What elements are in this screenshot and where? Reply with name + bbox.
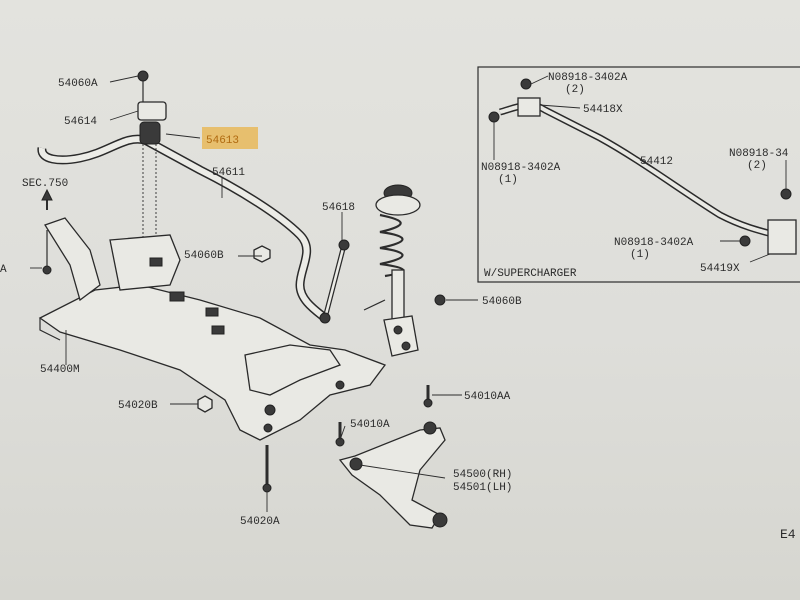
label-54020A: 54020A	[240, 516, 280, 528]
inset-nut-right	[780, 188, 792, 200]
strut-coil-spring	[379, 213, 405, 278]
inset-nut-right-qty: (2)	[747, 160, 767, 172]
inset-bar-label: 54412	[640, 156, 673, 168]
inset-nut-top-qty: (2)	[565, 84, 585, 96]
inset-nut-bottom	[739, 235, 751, 247]
nut-54060B	[253, 245, 271, 263]
strut-knuckle	[383, 315, 419, 357]
stabilizer-bushing-54613	[137, 70, 167, 240]
stabilizer-link	[319, 239, 350, 324]
part-highlight	[202, 127, 258, 149]
label-54613: 54613	[206, 135, 239, 147]
inset-nut-bottom-qty: (1)	[630, 249, 650, 261]
label-54010A: 54010A	[350, 419, 390, 431]
label-corner-e4: E4	[780, 527, 796, 542]
label-54400M: 54400M	[40, 364, 80, 376]
label-54614: 54614	[64, 116, 97, 128]
subframe-mount-left	[109, 234, 181, 291]
strut-bolt-54060B	[434, 294, 446, 306]
label-edge-a: A	[0, 264, 7, 276]
label-54618: 54618	[322, 202, 355, 214]
inset-nut-right-label: N08918-34	[729, 148, 789, 160]
label-54020B: 54020B	[118, 400, 158, 412]
label-54500-rh: 54500(RH)	[453, 469, 512, 481]
front-subframe-54400M	[38, 217, 387, 441]
stabilizer-bar	[37, 134, 328, 322]
inset-bracket-right	[767, 219, 797, 255]
label-54060A: 54060A	[58, 78, 98, 90]
inset-bracket2-label: 54419X	[700, 263, 740, 275]
lower-control-arm	[338, 421, 448, 529]
label-54501-lh: 54501(LH)	[453, 482, 512, 494]
leader-lines	[30, 75, 478, 512]
subframe-bolts	[42, 230, 433, 493]
label-54060B-right: 54060B	[482, 296, 522, 308]
inset-nut-left	[488, 111, 500, 123]
clamp-bolt-head	[137, 70, 149, 82]
strut-assembly	[363, 184, 421, 357]
inset-nut-left-label: N08918-3402A	[481, 162, 561, 174]
label-54611: 54611	[212, 167, 245, 179]
inset-frame	[477, 66, 800, 283]
stabilizer-bushing	[139, 121, 161, 145]
label-sec750: SEC.750	[22, 178, 68, 190]
supercharger-inset: N08918-3402A (2) 54418X N08918-3402A (1)…	[477, 66, 800, 283]
stabilizer-clamp	[137, 101, 167, 121]
inset-title: W/SUPERCHARGER	[484, 268, 577, 280]
inset-nut-bottom-label: N08918-3402A	[614, 237, 694, 249]
label-54010AA: 54010AA	[464, 391, 511, 403]
subframe-left-tower	[44, 217, 101, 302]
label-54060B-left: 54060B	[184, 250, 224, 262]
inset-bracket-top	[517, 97, 541, 117]
ball-joint	[432, 512, 448, 528]
inset-nut-top-label: N08918-3402A	[548, 72, 628, 84]
callout-labels: 54060A 54614 54613 54611 SEC.750 54618 5…	[0, 78, 796, 542]
subframe-mount-right	[244, 344, 341, 396]
inset-nut-left-qty: (1)	[498, 174, 518, 186]
inset-nut-top	[520, 78, 532, 90]
inset-bracket-label: 54418X	[583, 104, 623, 116]
